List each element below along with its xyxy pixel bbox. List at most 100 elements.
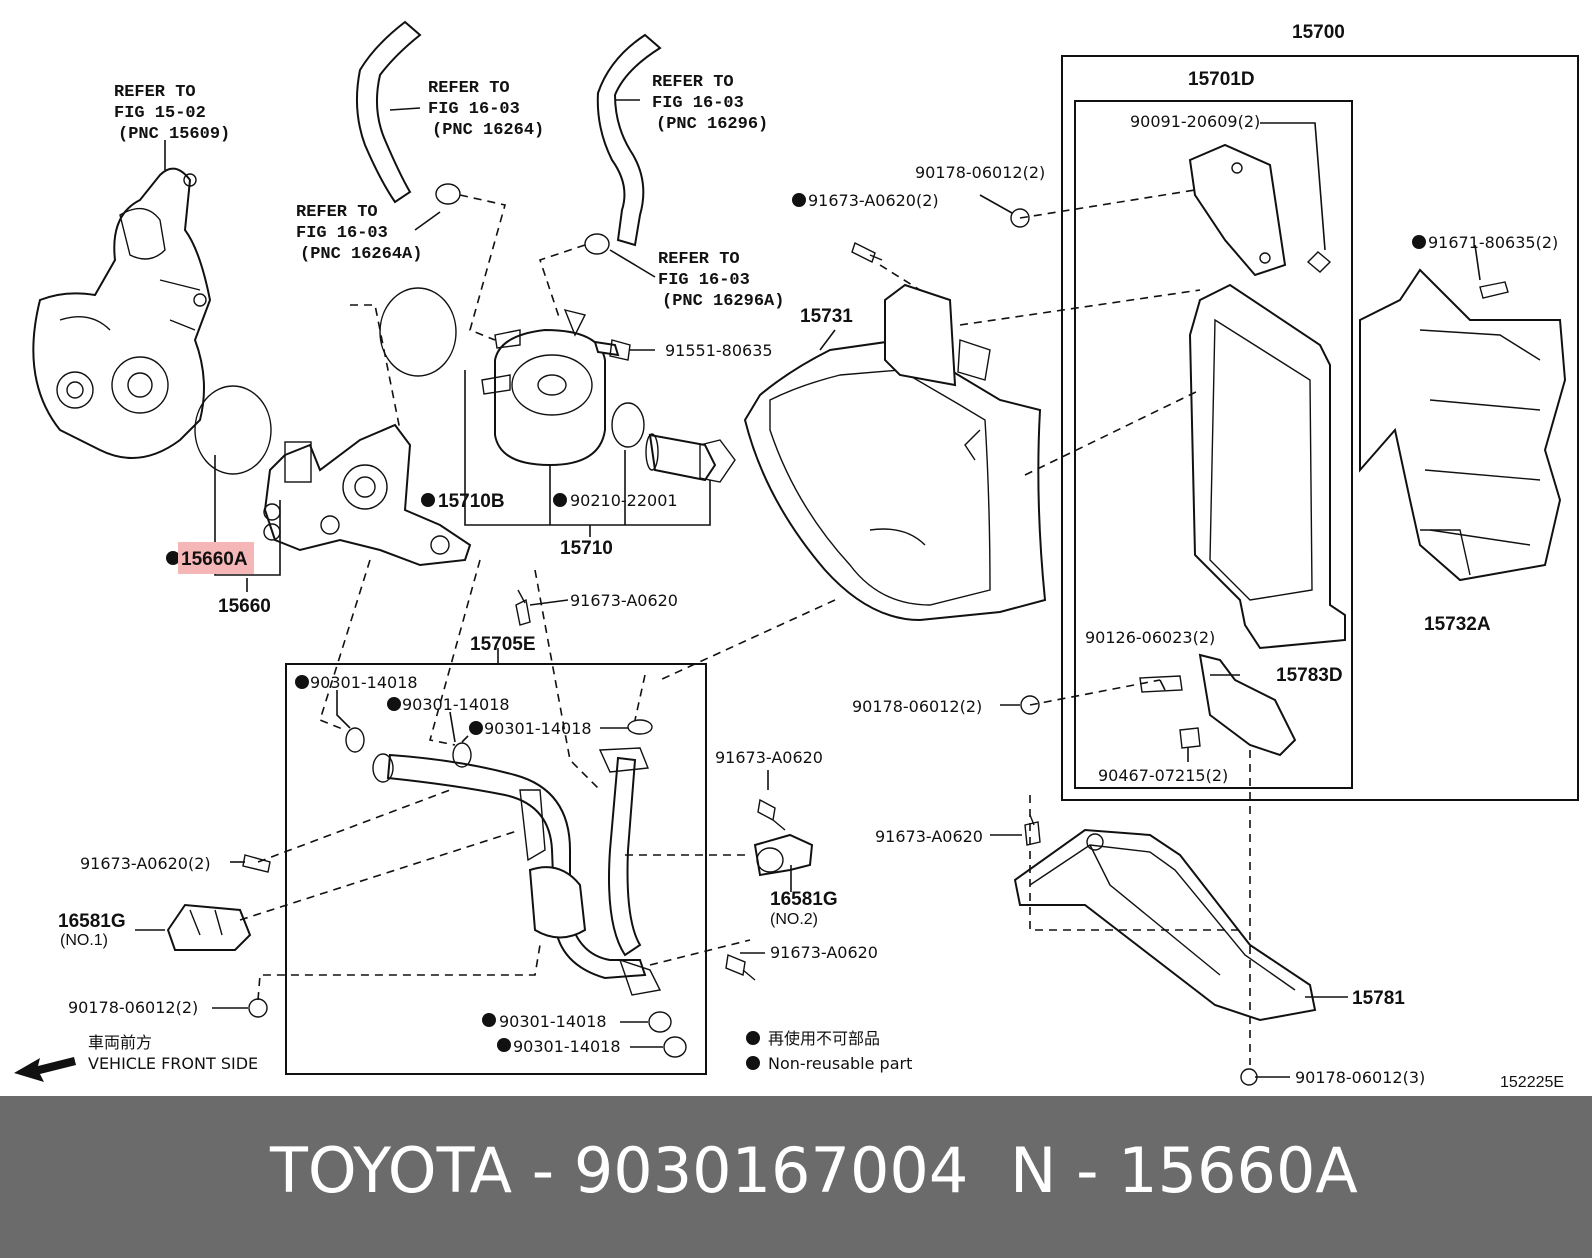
label-15660: 15660: [218, 596, 271, 617]
oil-pump-housing: [32, 167, 212, 459]
assembly-box-15705E: [285, 663, 707, 1075]
footer-bar: TOYOTA - 9030167004 N - 15660A: [0, 1096, 1592, 1258]
svg-text:(PNC 16264A): (PNC 16264A): [300, 245, 422, 264]
label-90178-b: 90178-06012(2): [852, 697, 982, 716]
svg-text:FIG 15-02: FIG 15-02: [114, 104, 206, 123]
oil-filter-bracket-15660: [263, 423, 472, 567]
label-90301-e: 90301-14018: [513, 1037, 621, 1056]
label-15710B: 15710B: [438, 491, 505, 512]
label-15700: 15700: [1292, 22, 1345, 43]
assembly-box-15701D: [1074, 100, 1353, 789]
label-90210: 90210-22001: [570, 491, 678, 510]
label-16581G-no1: 16581G: [58, 911, 126, 932]
svg-text:REFER TO: REFER TO: [296, 203, 378, 222]
front-label-en: VEHICLE FRONT SIDE: [88, 1054, 258, 1073]
bracket-15783D: [1198, 653, 1297, 757]
label-15705E: 15705E: [470, 634, 536, 655]
label-15731: 15731: [800, 306, 853, 327]
label-15732A: 15732A: [1424, 614, 1491, 635]
label-15781: 15781: [1352, 988, 1405, 1009]
clamp-16581G-no1: [166, 903, 252, 951]
label-91673-b: 91673-A0620: [570, 591, 678, 610]
non-reusable-markers: [166, 193, 1426, 1070]
footer-part-number: TOYOTA - 9030167004: [270, 1134, 969, 1207]
svg-text:REFER TO: REFER TO: [658, 250, 740, 269]
refer-to-16264A: REFER TO FIG 16-03 (PNC 16264A): [296, 203, 422, 264]
label-90301-c: 90301-14018: [484, 719, 592, 738]
label-15710: 15710: [560, 538, 613, 559]
label-91673-c: 91673-A0620: [715, 748, 823, 767]
svg-text:(PNC 16296A): (PNC 16296A): [662, 292, 784, 311]
footer-pnc: N - 15660A: [1010, 1134, 1358, 1207]
vehicle-front-arrow-icon: [14, 1057, 76, 1082]
svg-text:FIG 16-03: FIG 16-03: [652, 94, 744, 113]
front-label-jp: 車両前方: [88, 1033, 152, 1052]
label-91673-a: 91673-A0620(2): [808, 191, 939, 210]
o-ring-90301-c: [627, 719, 653, 735]
union-bolt: [645, 433, 736, 483]
hose-16264: [356, 20, 422, 204]
hose-16296: [596, 33, 662, 247]
label-91673-f: 91673-A0620: [770, 943, 878, 962]
label-90178-d: 90178-06012(3): [1295, 1068, 1425, 1087]
svg-text:REFER TO: REFER TO: [428, 79, 510, 98]
refer-to-16264: REFER TO FIG 16-03 (PNC 16264): [428, 79, 544, 140]
svg-text:FIG 16-03: FIG 16-03: [428, 100, 520, 119]
svg-text:(PNC 16264): (PNC 16264): [432, 121, 544, 140]
svg-text:REFER TO: REFER TO: [652, 73, 734, 92]
leader-lines: [135, 99, 1481, 1078]
svg-text:(PNC 15609): (PNC 15609): [118, 125, 230, 144]
svg-text:FIG 16-03: FIG 16-03: [658, 271, 750, 290]
label-91673-d: 91673-A0620: [875, 827, 983, 846]
hose-clamp-16264A: [435, 183, 461, 205]
clamp-16581G-no2: [753, 833, 814, 877]
o-ring-90301-e: [663, 1036, 687, 1058]
label-16581G-no2-sub: (NO.2): [770, 911, 818, 928]
exploded-parts-diagram: REFER TO FIG 15-02 (PNC 15609) REFER TO …: [14, 20, 1579, 1091]
label-15701D: 15701D: [1188, 69, 1255, 90]
label-15783D: 15783D: [1276, 665, 1343, 686]
bolt-icon: [242, 242, 1509, 981]
label-91551: 91551-80635: [665, 341, 773, 360]
label-90301-a: 90301-14018: [310, 673, 418, 692]
refer-to-15609: REFER TO FIG 15-02 (PNC 15609): [114, 83, 230, 144]
label-90467: 90467-07215(2): [1098, 766, 1228, 785]
label-91673-e: 91673-A0620(2): [80, 854, 211, 873]
label-90301-b: 90301-14018: [402, 695, 510, 714]
oil-cooler-radiator-15701D: [1188, 143, 1346, 650]
shroud-15732A: [1359, 268, 1567, 582]
svg-text:FIG 16-03: FIG 16-03: [296, 224, 388, 243]
label-90126: 90126-06023(2): [1085, 628, 1215, 647]
bolt-91551: [593, 339, 631, 361]
o-ring-90301-d: [648, 1011, 672, 1033]
o-ring-90301-a: [345, 727, 365, 753]
label-16581G-no2: 16581G: [770, 889, 838, 910]
dashed-lines: [239, 189, 1251, 1065]
label-16581G-no1-sub: (NO.1): [60, 932, 108, 949]
air-duct-15731: [743, 283, 1047, 622]
label-15660A: 15660A: [181, 549, 248, 570]
hose-clamp-16296A: [584, 233, 610, 255]
oil-pipe-assembly-15705E: [372, 747, 662, 996]
legend-jp: 再使用不可部品: [768, 1029, 880, 1048]
o-ring-15710B: [379, 287, 457, 377]
label-90178-a: 90178-06012(2): [915, 163, 1045, 182]
highlight-15660A: [178, 542, 254, 574]
legend-en: Non-reusable part: [768, 1054, 912, 1073]
refer-to-16296A: REFER TO FIG 16-03 (PNC 16296A): [658, 250, 784, 311]
label-90301-d: 90301-14018: [499, 1012, 607, 1031]
svg-text:REFER TO: REFER TO: [114, 83, 196, 102]
refer-to-16296: REFER TO FIG 16-03 (PNC 16296): [652, 73, 768, 134]
o-ring-90301-b: [452, 742, 472, 768]
label-90091: 90091-20609(2): [1130, 112, 1260, 131]
label-91671: 91671-80635(2): [1428, 233, 1558, 252]
under-cover-15781: [1013, 828, 1317, 1022]
gasket-90210: [611, 402, 645, 448]
svg-text:(PNC 16296): (PNC 16296): [656, 115, 768, 134]
assembly-box-15700: [1061, 55, 1579, 801]
drawing-number: 152225E: [1500, 1074, 1564, 1091]
o-ring-15660A: [194, 385, 272, 475]
oil-cooler-15710: [481, 308, 606, 467]
label-90178-c: 90178-06012(2): [68, 998, 198, 1017]
